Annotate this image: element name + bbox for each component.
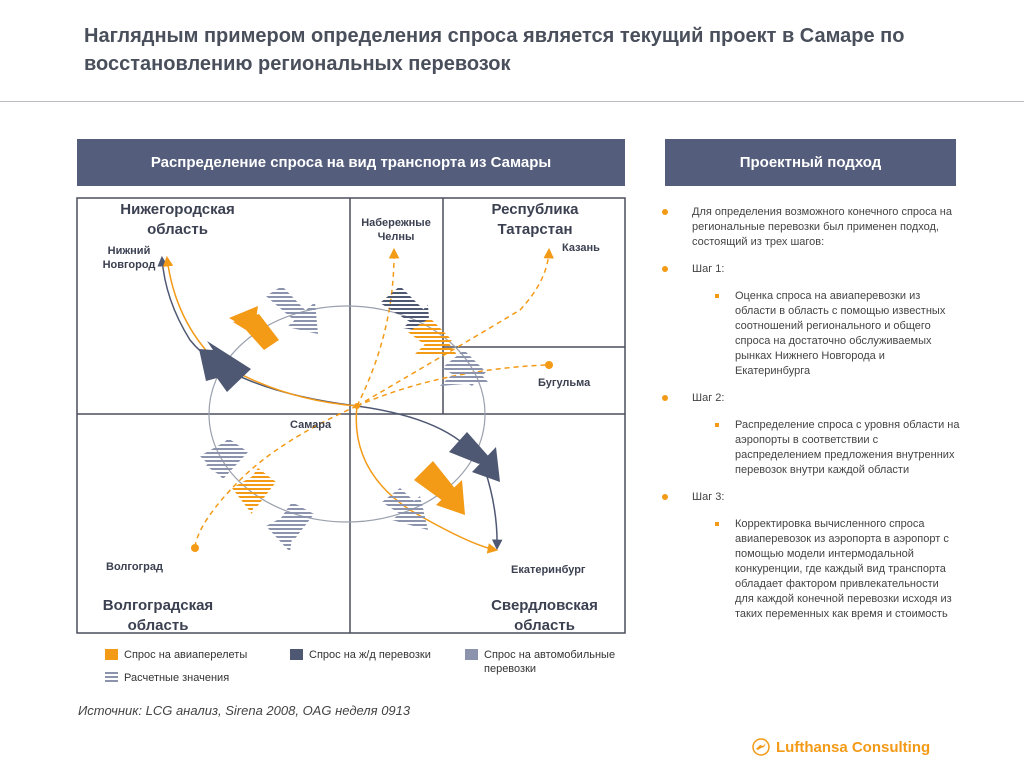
source-note: Источник: LCG анализ, Sirena 2008, OAG н… xyxy=(78,703,411,718)
bullet-dot xyxy=(662,395,668,401)
rail-arrow-ekaterinburg xyxy=(449,432,500,482)
samara-circle xyxy=(208,305,486,523)
air-dashed-bugulma xyxy=(356,364,546,407)
legend-road-label: Спрос на автомобильные перевозки xyxy=(484,649,616,675)
lufthansa-logo: Lufthansa Consulting xyxy=(752,738,930,756)
dot-volgograd xyxy=(191,544,199,552)
region-sverdlovsk: Свердловская область xyxy=(491,597,598,634)
bullet-dot xyxy=(662,266,668,272)
city-kazan: Казань xyxy=(562,242,600,254)
city-volgograd: Волгоград xyxy=(106,561,163,573)
approach-intro-text: Для определения возможного конечного спр… xyxy=(692,206,953,248)
legend-rail-label: Спрос на ж/д перевозки xyxy=(309,649,431,661)
road-arrow-volgograd-2 xyxy=(266,502,314,552)
approach-header-text: Проектный подход xyxy=(739,154,882,171)
bullet-square xyxy=(715,423,719,427)
step-2-label-text: Шаг 2: xyxy=(692,392,725,404)
legend-rail-swatch xyxy=(290,649,303,660)
city-ekaterinburg: Екатеринбург xyxy=(511,564,586,576)
step-1-detail: Оценка спроса на авиаперевозки из област… xyxy=(660,289,960,379)
legend-estimated-label: Расчетные значения xyxy=(124,672,230,684)
grid-frame xyxy=(76,197,626,634)
region-nizhny: Нижегородская область xyxy=(120,201,235,238)
step-3-detail: Корректировка вычисленного спроса авиапе… xyxy=(660,517,960,622)
step-2-label: Шаг 2: xyxy=(660,391,960,406)
distribution-header: Распределение спроса на вид транспорта и… xyxy=(77,139,625,186)
legend-air-swatch xyxy=(105,649,118,660)
step-3-detail-text: Корректировка вычисленного спроса авиапе… xyxy=(735,518,952,620)
air-arrow-ekaterinburg xyxy=(414,461,465,515)
step-1-detail-text: Оценка спроса на авиаперевозки из област… xyxy=(735,290,946,377)
legend-road: Спрос на автомобильные перевозки xyxy=(465,648,645,676)
rail-arrow-nizhny xyxy=(199,341,251,392)
step-1-label-text: Шаг 1: xyxy=(692,263,725,275)
legend-estimated-swatch xyxy=(105,672,118,683)
dot-samara xyxy=(354,403,360,409)
city-samara: Самара xyxy=(290,419,332,431)
region-volgograd: Волгоградская область xyxy=(102,597,214,634)
step-3-label-text: Шаг 3: xyxy=(692,491,725,503)
bullet-dot xyxy=(662,494,668,500)
approach-header: Проектный подход xyxy=(665,139,956,186)
air-dashed-kazan xyxy=(356,247,554,407)
road-arrow-nizhny xyxy=(266,286,318,334)
legend-air-label: Спрос на авиаперелеты xyxy=(124,649,248,661)
air-dashed-volgograd xyxy=(194,405,358,547)
city-bugulma: Бугульма xyxy=(538,377,591,389)
air-arrow-volgograd xyxy=(232,468,276,514)
air-dashed-chelny xyxy=(356,247,400,407)
dot-bugulma xyxy=(545,361,553,369)
air-arrow-nizhny xyxy=(229,306,279,350)
legend-rail: Спрос на ж/д перевозки xyxy=(290,648,431,662)
legend-estimated: Расчетные значения xyxy=(105,671,229,685)
region-grid xyxy=(76,197,626,634)
approach-intro: Для определения возможного конечного спр… xyxy=(660,205,960,250)
road-arrow-bugulma xyxy=(440,350,488,386)
bullet-square xyxy=(715,294,719,298)
crane-icon xyxy=(752,738,770,756)
road-arrow-volgograd xyxy=(200,438,248,480)
bullet-dot xyxy=(662,209,668,215)
title-divider xyxy=(0,101,1024,102)
road-arrow-ekaterinburg xyxy=(382,488,428,530)
distribution-header-text: Распределение спроса на вид транспорта и… xyxy=(150,154,552,171)
air-arrow-kazan xyxy=(408,318,457,355)
step-3-label: Шаг 3: xyxy=(660,490,960,505)
step-2-detail-text: Распределение спроса с уровня области на… xyxy=(735,419,960,476)
region-tatarstan: Республика Татарстан xyxy=(491,201,579,238)
logo-text: Lufthansa Consulting xyxy=(776,738,931,756)
legend-road-swatch xyxy=(465,649,478,660)
approach-list: Для определения возможного конечного спр… xyxy=(660,205,960,634)
city-chelny: Набережные Челны xyxy=(361,217,431,243)
page-title: Наглядным примером определения спроса яв… xyxy=(84,25,905,75)
city-nizhny: Нижний Новгород xyxy=(102,245,156,271)
step-2-detail: Распределение спроса с уровня области на… xyxy=(660,418,960,478)
step-1-label: Шаг 1: xyxy=(660,262,960,277)
legend-air: Спрос на авиаперелеты xyxy=(105,648,247,662)
bullet-square xyxy=(715,522,719,526)
